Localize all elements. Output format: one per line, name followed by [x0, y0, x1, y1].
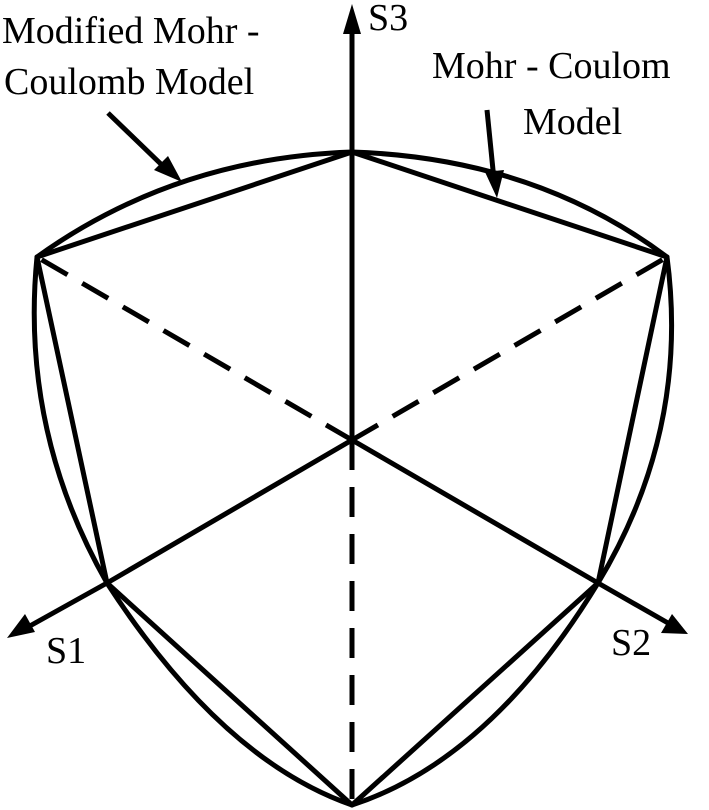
s2-label: S2 [611, 622, 651, 664]
modified-label-line1: Modified Mohr - [2, 10, 260, 52]
modified-pointer-line [106, 111, 167, 170]
s1-label: S1 [46, 630, 86, 672]
modified-pointer-arrowhead [154, 156, 182, 182]
modified-label-line2: Coulomb Model [4, 61, 254, 103]
dashed-spoke-left [35, 254, 354, 443]
s3-label: S3 [368, 0, 408, 39]
spoke-to-s2 [350, 437, 600, 586]
spoke-to-s1 [105, 437, 354, 586]
mc-label-line2: Model [523, 101, 622, 143]
s3-arrowhead [343, 4, 361, 34]
s2-arrowhead [661, 614, 688, 634]
s1-axis [26, 580, 109, 630]
s1-arrowhead [7, 614, 35, 638]
s2-axis [596, 580, 670, 626]
modified-mohr-coulomb-curve [31, 149, 675, 808]
mc-pointer-line [484, 109, 497, 181]
mc-pointer-arrowhead [485, 170, 504, 198]
mc-label-line1: Mohr - Coulom [432, 45, 671, 87]
dashed-spoke-right [350, 254, 669, 443]
